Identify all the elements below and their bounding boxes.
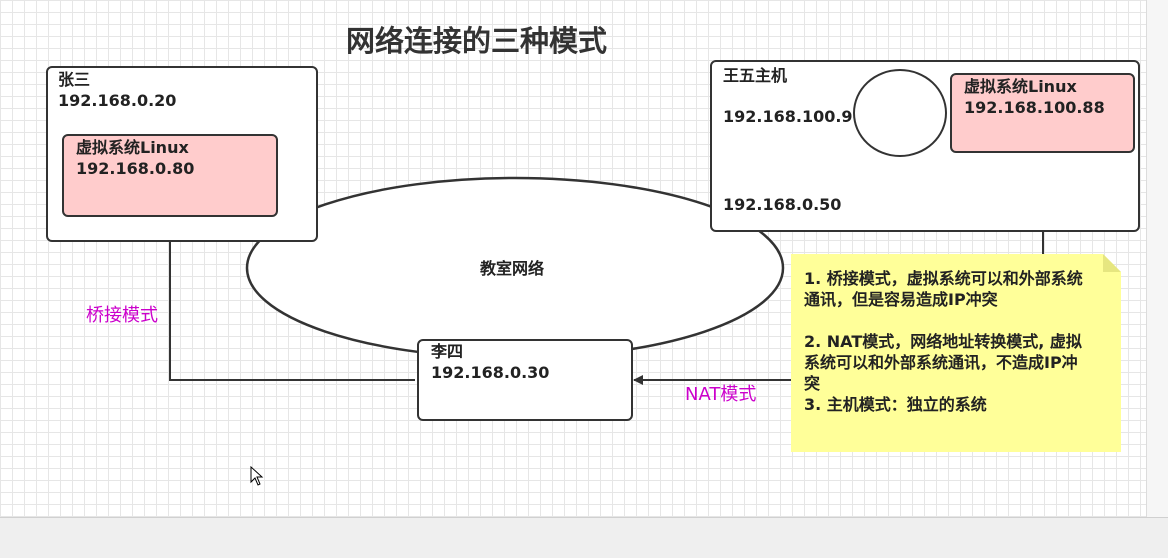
zhangsan-vm-name: 虚拟系统Linux xyxy=(76,138,189,157)
note-line-5: 突 xyxy=(804,374,821,393)
note-text: 1. 桥接模式，虚拟系统可以和外部系统 通讯，但是容易造成IP冲突 2. NAT… xyxy=(804,268,1110,415)
note-line-2: 通讯，但是容易造成IP冲突 xyxy=(804,290,998,309)
lisi-ip: 192.168.0.30 xyxy=(431,363,550,382)
zhangsan-ip: 192.168.0.20 xyxy=(58,91,177,110)
lisi-name: 李四 xyxy=(431,342,464,361)
wangwu-ip: 192.168.0.50 xyxy=(723,195,842,214)
note-line-6: 3. 主机模式：独立的系统 xyxy=(804,395,987,414)
note-line-4: 系统可以和外部系统通讯，不造成IP冲 xyxy=(804,353,1078,372)
nat-mode-label: NAT模式 xyxy=(685,384,757,405)
wangwu-vm-name: 虚拟系统Linux xyxy=(964,77,1077,96)
wangwu-vm-ip: 192.168.100.88 xyxy=(964,98,1105,117)
note-line-1: 1. 桥接模式，虚拟系统可以和外部系统 xyxy=(804,269,1083,288)
bottom-status-bar xyxy=(0,517,1168,558)
diagram-canvas: 网络连接的三种模式 张三 192.168.0.20 虚拟系统Linux 192.… xyxy=(0,0,1146,517)
diagram-title: 网络连接的三种模式 xyxy=(346,24,608,58)
zhangsan-name: 张三 xyxy=(58,70,91,89)
wangwu-virtual-ip: 192.168.100.99 xyxy=(723,107,864,126)
bridge-connector xyxy=(165,219,415,381)
explanation-note xyxy=(791,254,1121,452)
classroom-network-label: 教室网络 xyxy=(480,259,545,278)
virtual-adapter-circle xyxy=(853,69,947,157)
note-line-3: 2. NAT模式，网络地址转换模式, 虚拟 xyxy=(804,332,1082,351)
zhangsan-vm xyxy=(62,134,278,217)
vertical-scrollbar[interactable] xyxy=(1146,0,1168,517)
mouse-cursor-icon xyxy=(250,466,264,486)
bridge-mode-label: 桥接模式 xyxy=(86,305,158,326)
wangwu-name: 王五主机 xyxy=(723,66,788,85)
zhangsan-vm-ip: 192.168.0.80 xyxy=(76,159,195,178)
wangwu-vm xyxy=(950,73,1135,153)
lisi-host xyxy=(417,339,633,421)
